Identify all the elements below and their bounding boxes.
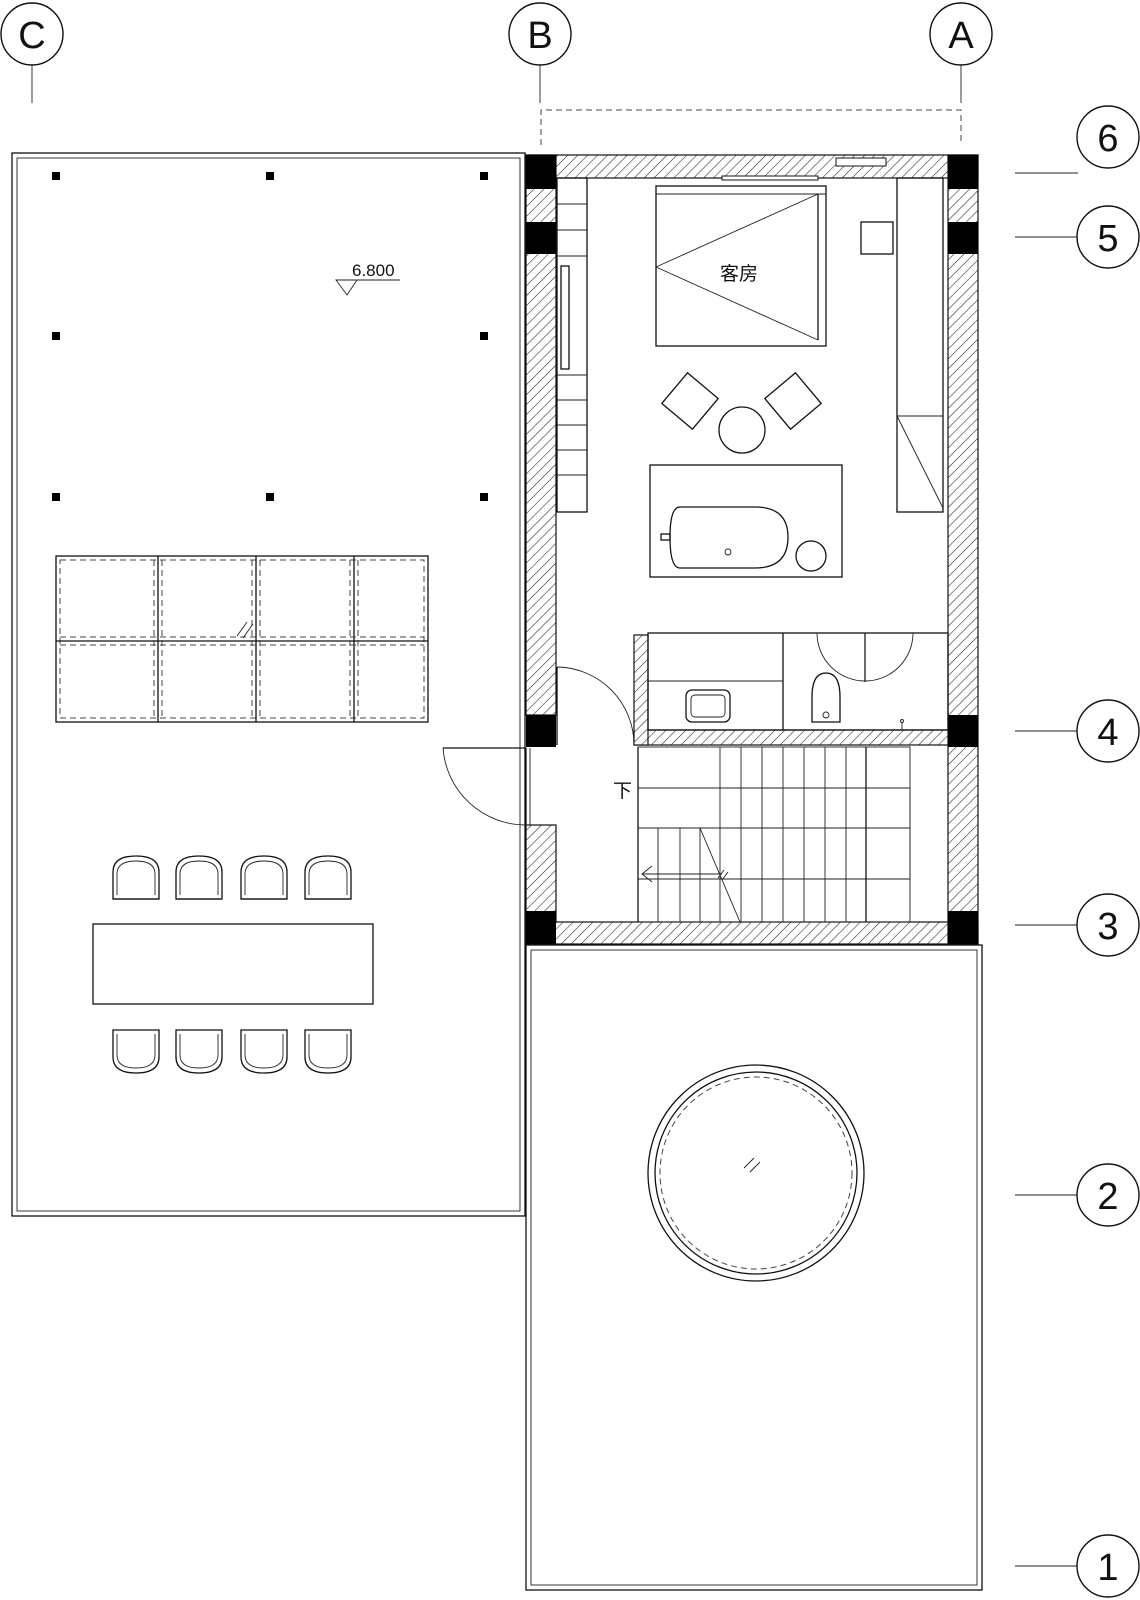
left-terrace: [11, 152, 526, 1217]
terrace-columns: [52, 172, 488, 501]
grid-label-b: B: [527, 15, 552, 57]
building-walls: [525, 154, 979, 945]
grid-label-a: A: [948, 15, 974, 57]
grid-row-1: 1: [1015, 1534, 1140, 1598]
lounge-chair-right: [763, 371, 823, 431]
round-coffee-table: [718, 406, 766, 454]
skylight: [55, 555, 429, 723]
bathtub: [669, 506, 789, 569]
dining-chairs-bottom: [112, 1029, 352, 1074]
dining-table: [92, 923, 374, 1005]
staircase: 下: [613, 746, 911, 923]
bed: [655, 185, 827, 347]
guest-room-label: 客房: [720, 263, 758, 285]
grid-row-3: 3: [1015, 893, 1140, 957]
level-marker: 6.800: [335, 261, 400, 296]
grid-column-c: C: [0, 2, 64, 103]
toilet: [811, 672, 841, 723]
round-skylight: [647, 1064, 865, 1282]
grid-row-6: 6: [1015, 105, 1140, 174]
grid-label-3: 3: [1097, 906, 1118, 948]
desk: [896, 177, 944, 513]
stair-down-label: 下: [613, 780, 632, 802]
level-label: 6.800: [352, 261, 395, 280]
dining-chairs-top: [112, 855, 352, 900]
grid-label-5: 5: [1097, 218, 1118, 260]
roof-overhang-outline: [540, 109, 962, 145]
bath-platform: [649, 464, 843, 578]
grid-label-2: 2: [1097, 1176, 1118, 1218]
basin-round: [795, 540, 827, 572]
grid-label-6: 6: [1097, 118, 1118, 160]
grid-column-b: B: [508, 2, 572, 103]
grid-row-5: 5: [1015, 205, 1140, 269]
wash-basin: [685, 689, 731, 723]
lower-terrace: [525, 944, 983, 1591]
guest-room: 客房: [555, 177, 944, 578]
dining-set: [92, 855, 374, 1074]
wardrobe: [556, 177, 588, 513]
lounge-chair-left: [660, 371, 720, 431]
room-door-swing: [556, 666, 635, 746]
side-table: [860, 221, 894, 255]
grid-row-4: 4: [1015, 699, 1140, 763]
grid-label-1: 1: [1097, 1547, 1118, 1589]
grid-label-c: C: [18, 15, 45, 57]
grid-label-4: 4: [1097, 712, 1118, 754]
entry-door-swing: [442, 747, 527, 826]
bathroom: [647, 632, 949, 731]
structural-columns: [526, 155, 978, 944]
doors: [442, 666, 635, 826]
grid-column-a: A: [929, 2, 993, 103]
grid-row-2: 2: [1015, 1163, 1140, 1227]
